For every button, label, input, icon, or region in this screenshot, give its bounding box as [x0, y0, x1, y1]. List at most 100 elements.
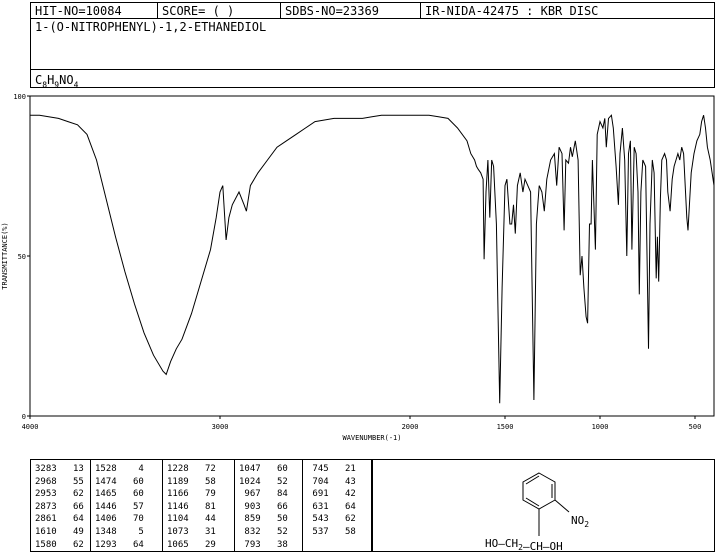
peak-wavenumber: 1528	[95, 464, 117, 474]
compound-name: 1-(O-NITROPHENYL)-1,2-ETHANEDIOL	[35, 20, 267, 34]
peak-transmittance: 66	[260, 501, 288, 512]
x-tick-label: 500	[689, 423, 702, 431]
peak-wavenumber: 903	[239, 501, 261, 512]
x-tick-label: 1000	[592, 423, 609, 431]
peak-row: 2953 62	[35, 488, 84, 500]
peak-row: 1047 60	[239, 463, 288, 475]
peak-transmittance: 72	[188, 464, 216, 474]
peak-transmittance: 58	[328, 527, 356, 537]
peak-wavenumber: 1104	[167, 514, 189, 525]
peak-transmittance: 60	[116, 476, 144, 487]
peak-row: 859 50	[239, 513, 287, 525]
peak-transmittance: 57	[116, 501, 144, 512]
peak-wavenumber: 1166	[167, 489, 189, 500]
peak-transmittance: 62	[56, 539, 84, 550]
y-axis-label: TRANSMITTANCE(%)	[1, 222, 9, 289]
peak-transmittance: 52	[260, 476, 288, 487]
peak-wavenumber: 967	[239, 489, 261, 500]
peak-transmittance: 13	[56, 464, 84, 474]
peak-row: 1465 60	[95, 488, 144, 500]
peak-wavenumber: 543	[307, 514, 329, 525]
peak-wavenumber: 2873	[35, 501, 57, 512]
peak-wavenumber: 704	[307, 476, 329, 487]
peak-row: 1104 44	[167, 513, 216, 525]
peak-row: 1580 62	[35, 539, 84, 551]
peak-wavenumber: 1293	[95, 539, 117, 550]
peak-row: 1024 52	[239, 476, 288, 488]
peak-wavenumber: 1024	[239, 476, 261, 487]
peak-wavenumber: 1465	[95, 489, 117, 500]
peak-transmittance: 42	[328, 489, 356, 500]
structure-drawing: NO2 HO—CH2—CH—OH	[485, 472, 589, 551]
peak-column-1	[31, 460, 91, 551]
score: SCORE= ( )	[158, 3, 281, 18]
peak-row: 704 43	[307, 476, 356, 488]
peak-row: 1166 79	[167, 488, 216, 500]
peak-transmittance: 38	[260, 539, 288, 550]
peak-transmittance: 79	[188, 489, 216, 500]
peak-row: 1293 64	[95, 539, 144, 551]
peak-wavenumber: 691	[307, 489, 329, 500]
peak-transmittance: 81	[188, 501, 216, 512]
x-axis-label: WAVENUMBER(-1)	[342, 434, 401, 442]
peak-wavenumber: 631	[307, 501, 329, 512]
structure-box: NO2 HO—CH2—CH—OH	[372, 459, 715, 552]
ir-code: IR-NIDA-42475 : KBR DISC	[425, 4, 599, 18]
sdbs-number: SDBS-NO=23369	[281, 3, 421, 18]
compound-formula: C8H9NO4	[35, 73, 78, 89]
y-tick-label: 100	[13, 93, 26, 101]
peak-row: 543 62	[307, 513, 355, 525]
peak-transmittance: 58	[188, 476, 216, 487]
peak-transmittance: 5	[116, 527, 144, 537]
peak-transmittance: 21	[328, 464, 356, 474]
peak-wavenumber: 1189	[167, 476, 189, 487]
peak-wavenumber: 1073	[167, 527, 189, 537]
peak-column-2	[91, 460, 163, 551]
peak-row: 903 66	[239, 501, 288, 513]
peak-transmittance: 49	[56, 527, 84, 537]
peak-transmittance: 64	[56, 514, 84, 525]
peak-transmittance: 66	[56, 501, 84, 512]
peak-wavenumber: 793	[239, 539, 261, 550]
peak-wavenumber: 3283	[35, 464, 57, 474]
nitro-bond	[554, 499, 570, 513]
compound-box: 1-(O-NITROPHENYL)-1,2-ETHANEDIOL C8H9NO4	[30, 18, 715, 89]
formula-text: C8H9NO4	[35, 73, 79, 90]
peak-wavenumber: 537	[307, 527, 329, 537]
peak-row: 745 21	[307, 463, 356, 475]
peak-row: 691 42	[307, 488, 356, 500]
y-tick-label: 0	[22, 413, 26, 421]
peak-row: 2861 64	[35, 513, 84, 525]
peak-row: 1348 5	[95, 526, 144, 538]
plot-frame	[29, 95, 715, 417]
peak-wavenumber: 1446	[95, 501, 117, 512]
peak-wavenumber: 1146	[167, 501, 189, 512]
peak-row: 3283 13	[35, 463, 84, 475]
peak-transmittance: 84	[260, 489, 288, 500]
peak-wavenumber: 1406	[95, 514, 117, 525]
peak-wavenumber: 859	[239, 514, 261, 525]
peak-row: 1073 31	[167, 526, 216, 538]
peak-wavenumber: 1065	[167, 539, 189, 550]
peak-wavenumber: 1610	[35, 527, 57, 537]
peak-transmittance: 29	[188, 539, 216, 550]
peak-row: 1146 81	[167, 501, 216, 513]
peak-transmittance: 43	[328, 476, 356, 487]
peak-transmittance: 52	[260, 527, 288, 537]
peak-wavenumber: 832	[239, 527, 261, 537]
peak-row: 967 84	[239, 488, 288, 500]
peak-transmittance: 4	[116, 464, 144, 474]
peak-row: 2873 66	[35, 501, 84, 513]
peak-transmittance: 55	[56, 476, 84, 487]
x-tick-label: 1500	[497, 423, 514, 431]
nitro-group-label: NO2	[571, 514, 589, 529]
peak-row: 2968 55	[35, 476, 84, 488]
peak-row: 1065 29	[167, 539, 216, 551]
peak-row: 1610 49	[35, 526, 84, 538]
peak-transmittance: 70	[116, 514, 144, 525]
peak-wavenumber: 2861	[35, 514, 57, 525]
